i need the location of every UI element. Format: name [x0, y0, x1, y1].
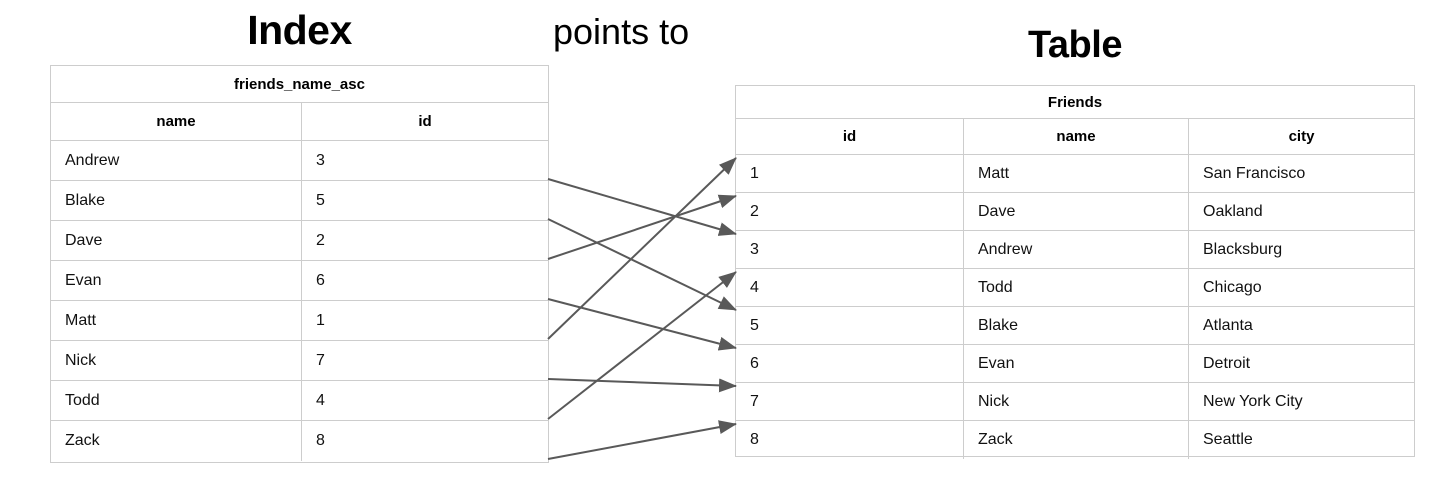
- friends-cell-name: Zack: [964, 421, 1189, 459]
- friends-table-title: Friends: [736, 86, 1414, 119]
- friends-cell-name: Dave: [964, 193, 1189, 230]
- index-cell-id: 1: [316, 311, 325, 329]
- friends-cell-city: San Francisco: [1203, 164, 1306, 182]
- pointer-arrow-nick: [547, 378, 737, 393]
- index-table-row: Zack 8: [51, 421, 548, 461]
- index-cell-name: Evan: [51, 261, 302, 300]
- friends-cell-name: Evan: [964, 345, 1189, 382]
- index-cell-id: 7: [316, 351, 325, 369]
- index-cell-name: Blake: [51, 181, 302, 220]
- index-cell-id: 6: [316, 271, 325, 289]
- index-header-id: id: [418, 113, 432, 130]
- index-table-row: Blake 5: [51, 181, 548, 221]
- pointer-arrow-zack: [547, 420, 737, 460]
- pointer-arrow-todd: [547, 271, 737, 420]
- friends-cell-id: 1: [736, 155, 964, 192]
- index-header-name: name: [51, 103, 302, 140]
- pointer-arrow-evan: [547, 298, 737, 351]
- pointer-arrow-andrew: [547, 178, 737, 236]
- friends-cell-id: 4: [736, 269, 964, 306]
- index-cell-id: 4: [316, 391, 325, 409]
- index-cell-id: 3: [316, 151, 325, 169]
- friends-cell-id: 8: [736, 421, 964, 459]
- index-table-row: Evan 6: [51, 261, 548, 301]
- table-caption: Table: [1028, 24, 1122, 66]
- friends-cell-name: Andrew: [964, 231, 1189, 268]
- index-table-title: friends_name_asc: [51, 66, 548, 103]
- index-cell-name: Zack: [51, 421, 302, 461]
- friends-cell-city: Detroit: [1203, 354, 1251, 372]
- index-cell-name: Dave: [51, 221, 302, 260]
- friends-header-name: name: [964, 119, 1189, 154]
- index-table-row: Matt 1: [51, 301, 548, 341]
- friends-cell-city: Atlanta: [1203, 316, 1253, 334]
- friends-cell-name: Blake: [964, 307, 1189, 344]
- friends-cell-city: Oakland: [1203, 202, 1263, 220]
- friends-cell-city: Blacksburg: [1203, 240, 1283, 258]
- friends-cell-city: New York City: [1203, 392, 1303, 410]
- index-table-header-row: name id: [51, 103, 548, 141]
- friends-cell-name: Nick: [964, 383, 1189, 420]
- friends-header-id: id: [736, 119, 964, 154]
- friends-cell-city: Chicago: [1203, 278, 1262, 296]
- friends-cell-id: 6: [736, 345, 964, 382]
- index-cell-id: 2: [316, 231, 325, 249]
- index-caption: Index: [247, 7, 352, 53]
- index-cell-id: 5: [316, 191, 325, 209]
- index-table-row: Andrew 3: [51, 141, 548, 181]
- index-table-row: Dave 2: [51, 221, 548, 261]
- friends-header-city: city: [1288, 128, 1315, 145]
- index-table-row: Todd 4: [51, 381, 548, 421]
- index-cell-name: Todd: [51, 381, 302, 420]
- friends-cell-city: Seattle: [1203, 431, 1253, 448]
- friends-cell-id: 2: [736, 193, 964, 230]
- friends-table-header-row: id name city: [736, 119, 1414, 155]
- pointer-arrow-dave: [547, 194, 737, 260]
- index-cell-name: Nick: [51, 341, 302, 380]
- friends-cell-id: 7: [736, 383, 964, 420]
- pointer-arrow-blake: [547, 218, 737, 311]
- index-cell-id: 8: [316, 432, 325, 449]
- index-cell-name: Andrew: [51, 141, 302, 180]
- points-to-label: points to: [553, 11, 690, 52]
- pointer-arrow-matt: [547, 157, 737, 340]
- index-cell-name: Matt: [51, 301, 302, 340]
- friends-cell-name: Todd: [964, 269, 1189, 306]
- friends-cell-name: Matt: [964, 155, 1189, 192]
- index-table-row: Nick 7: [51, 341, 548, 381]
- friends-cell-id: 3: [736, 231, 964, 268]
- friends-cell-id: 5: [736, 307, 964, 344]
